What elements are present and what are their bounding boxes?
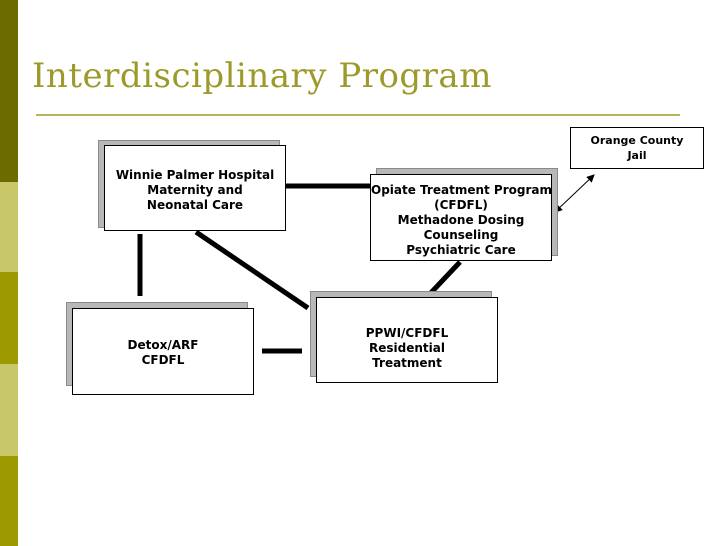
node-line: CFDFL xyxy=(141,353,185,367)
sidebar-segment xyxy=(0,182,18,272)
ppwi-cfdfl-node: PPWI/CFDFL Residential Treatment xyxy=(316,297,498,383)
node-line: Psychiatric Care xyxy=(406,243,516,257)
sidebar-segment xyxy=(0,0,18,182)
node-line: PPWI/CFDFL xyxy=(365,326,449,340)
node-line: Treatment xyxy=(372,356,442,370)
sidebar-segment xyxy=(0,456,18,546)
node-line: Counseling xyxy=(423,228,499,242)
winnie-palmer-node: Winnie Palmer Hospital Maternity and Neo… xyxy=(104,145,286,231)
orange-county-jail-node: Orange County Jail xyxy=(570,127,704,169)
node-line: Jail xyxy=(627,149,647,162)
opiate-treatment-node: Opiate Treatment Program (CFDFL) Methado… xyxy=(370,174,552,261)
link-winnie-ppwi xyxy=(194,229,310,311)
node-line: Winnie Palmer Hospital xyxy=(115,168,275,182)
detox-arf-node: Detox/ARF CFDFL xyxy=(72,308,254,395)
node-line: Neonatal Care xyxy=(146,198,244,212)
node-line: Maternity and xyxy=(147,183,243,197)
node-line: Residential xyxy=(369,341,445,355)
sidebar-segment xyxy=(0,364,18,456)
node-line: Opiate Treatment Program xyxy=(371,183,552,197)
node-line: Methadone Dosing xyxy=(397,213,525,227)
sidebar-decoration xyxy=(0,0,18,546)
title-divider xyxy=(36,114,680,116)
sidebar-segment xyxy=(0,272,18,364)
link-opiate-jail xyxy=(554,174,595,213)
page-title: Interdisciplinary Program xyxy=(32,56,492,96)
node-line: Detox/ARF xyxy=(127,338,199,352)
node-line: Orange County xyxy=(590,134,684,147)
node-line: (CFDFL) xyxy=(434,198,488,212)
